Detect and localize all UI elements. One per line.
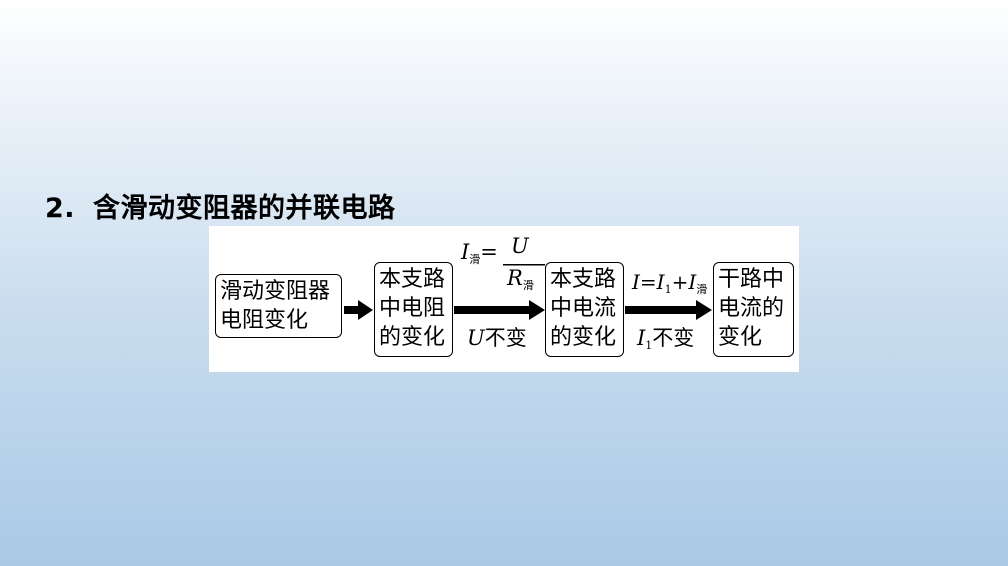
i1-sub: 1 — [645, 339, 653, 352]
box3-line1: 本支路 — [550, 267, 617, 292]
formula-numerator: U — [511, 234, 529, 258]
section-heading: 2. 含滑动变阻器的并联电路 — [45, 186, 396, 225]
box3-line3: 的变化 — [550, 325, 617, 350]
branch-current-constant-label: I1不变 — [637, 322, 694, 352]
current-sum-formula: I=I1+I滑 — [632, 270, 707, 297]
box1-line2: 电阻变化 — [220, 308, 309, 333]
box3-line2: 中电流 — [550, 296, 617, 321]
section-number: 2. — [45, 193, 76, 224]
box-rheostat-resistance-change: 滑动变阻器 电阻变化 — [215, 274, 342, 338]
formula-denominator: R滑 — [507, 266, 534, 293]
formula-i: I — [461, 240, 470, 264]
section-title: 含滑动变阻器的并联电路 — [93, 193, 396, 224]
box2-line3: 的变化 — [379, 325, 446, 350]
sum-islide: I — [688, 270, 697, 294]
i1-var: I — [637, 326, 646, 350]
sum-eq: = — [639, 270, 657, 294]
formula-r: R — [507, 266, 523, 290]
voltage-var: U — [467, 326, 485, 350]
box4-line2: 电流的 — [718, 296, 785, 321]
box-main-current-change: 干路中 电流的 变化 — [713, 262, 794, 357]
arrow-1 — [344, 300, 373, 320]
ohm-law-formula: I滑= — [461, 240, 498, 267]
voltage-constant-text: 不变 — [484, 326, 527, 350]
box1-line1: 滑动变阻器 — [220, 279, 331, 304]
voltage-constant-label: U不变 — [467, 322, 527, 352]
sum-i: I — [632, 270, 640, 294]
box2-line2: 中电阻 — [379, 296, 446, 321]
arrow-2 — [454, 300, 545, 320]
formula-r-sub: 滑 — [522, 279, 534, 292]
i1-constant-text: 不变 — [652, 326, 695, 350]
sum-i1-sub: 1 — [664, 283, 672, 296]
box-branch-resistance-change: 本支路 中电阻 的变化 — [374, 262, 453, 357]
box2-line1: 本支路 — [379, 267, 446, 292]
arrow-3 — [625, 300, 712, 320]
fraction-bar — [503, 264, 545, 266]
box4-line1: 干路中 — [718, 267, 785, 292]
box-branch-current-change: 本支路 中电流 的变化 — [545, 262, 624, 357]
sum-islide-sub: 滑 — [696, 283, 708, 296]
box4-line3: 变化 — [718, 325, 763, 350]
sum-i1: I — [656, 270, 665, 294]
flow-diagram: 滑动变阻器 电阻变化 本支路 中电阻 的变化 I滑= U R滑 U不变 本支路 … — [209, 226, 799, 372]
formula-eq: = — [480, 240, 498, 264]
sum-plus: + — [671, 270, 689, 294]
formula-i-sub: 滑 — [469, 253, 481, 266]
